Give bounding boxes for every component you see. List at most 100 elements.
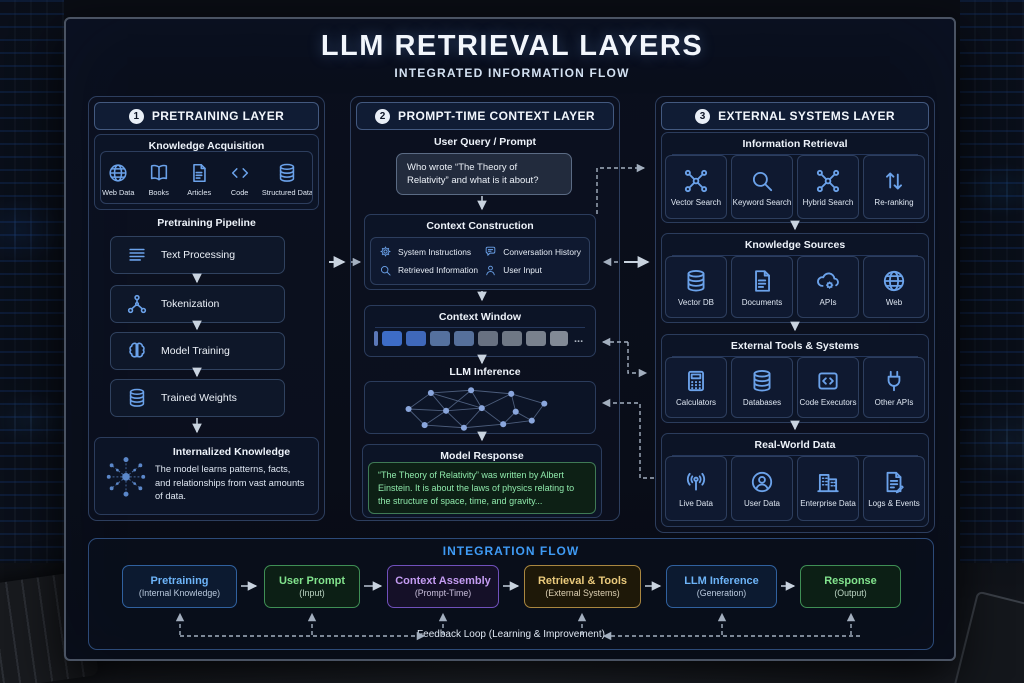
source-item-apis: APIs	[797, 256, 859, 318]
database-icon	[126, 387, 148, 409]
text-lines-icon	[126, 244, 148, 266]
database-icon	[683, 268, 709, 294]
external-tools-items: Calculators Databases Code Executors Oth…	[665, 357, 925, 418]
acquisition-item: Books	[140, 154, 176, 204]
internalized-knowledge-panel: Internalized Knowledge The model learns …	[94, 437, 319, 515]
context-item-label: Conversation History	[503, 246, 581, 257]
tool-item-label: Other APIs	[874, 398, 914, 407]
globe-icon	[107, 162, 129, 184]
flow-box-retrieval-tools: Retrieval & Tools (External Systems)	[524, 565, 641, 608]
brain-icon	[126, 340, 148, 362]
pipeline-step-label: Text Processing	[161, 249, 236, 261]
retrieval-item-vector-search: Vector Search	[665, 155, 727, 219]
pipeline-step-trained-weights: Trained Weights	[110, 379, 285, 417]
acquisition-item-label: Structured Data	[261, 187, 313, 197]
article-icon	[188, 162, 210, 184]
data-item-label: User Data	[743, 499, 780, 508]
retrieval-item-label: Vector Search	[670, 197, 722, 207]
log-document-icon	[881, 469, 907, 495]
context-token	[550, 331, 568, 346]
context-construction-title: Context Construction	[426, 220, 534, 232]
context-construction-grid: System Instructions Conversation History…	[370, 237, 590, 285]
flow-box-title: Context Assembly	[395, 575, 491, 587]
information-retrieval-title: Information Retrieval	[672, 133, 918, 155]
neural-network-graphic	[405, 387, 548, 431]
data-item-logs-events: Logs & Events	[863, 456, 925, 521]
flow-box-subtitle: (Internal Knowledge)	[138, 588, 221, 598]
antenna-icon	[683, 469, 709, 495]
context-item-conversation-history: Conversation History	[484, 245, 581, 258]
context-item-label: User Input	[503, 265, 542, 276]
source-item-vector-db: Vector DB	[665, 256, 727, 318]
context-token	[374, 331, 378, 346]
context-window-title: Context Window	[375, 306, 585, 328]
tool-item-label: Calculators	[675, 398, 716, 407]
code-icon	[229, 162, 251, 184]
tool-item-calculators: Calculators	[665, 357, 727, 418]
context-window-tokens: ...	[374, 331, 583, 346]
external-tools-title: External Tools & Systems	[672, 335, 918, 357]
layer1-title: PRETRAINING LAYER	[151, 109, 285, 123]
data-item-label: Logs & Events	[868, 499, 920, 508]
sort-arrows-icon	[881, 168, 907, 194]
code-box-icon	[815, 368, 841, 394]
token-ellipsis: ...	[574, 332, 584, 345]
tokenize-icon	[126, 293, 148, 315]
context-token	[502, 331, 522, 346]
vector-nodes-icon	[683, 168, 709, 194]
tool-item-other-apis: Other APIs	[863, 357, 925, 418]
feedback-loop-label: Feedback Loop (Learning & Improvement)	[417, 629, 605, 640]
pretraining-layer-header: 1 PRETRAINING LAYER	[94, 102, 319, 130]
page-subtitle: INTEGRATED INFORMATION FLOW	[394, 66, 630, 80]
layer2-title: PROMPT-TIME CONTEXT LAYER	[398, 109, 595, 123]
retrieval-item-keyword-search: Keyword Search	[731, 155, 793, 219]
person-icon	[484, 264, 497, 277]
acquisition-item-label: Web Data	[102, 187, 135, 197]
flow-box-subtitle: (Input)	[299, 588, 325, 598]
flow-box-title: LLM Inference	[684, 575, 759, 587]
flow-box-llm-inference: LLM Inference (Generation)	[666, 565, 777, 608]
flow-box-subtitle: (Prompt-Time)	[414, 588, 472, 598]
acquisition-item: Code	[221, 154, 257, 204]
context-token	[406, 331, 426, 346]
tool-item-databases: Databases	[731, 357, 793, 418]
buildings-icon	[815, 469, 841, 495]
flow-box-pretraining: Pretraining (Internal Knowledge)	[122, 565, 237, 608]
pipeline-step-text-processing: Text Processing	[110, 236, 285, 274]
retrieval-item-label: Keyword Search	[732, 197, 792, 207]
prompt-layer-header: 2 PROMPT-TIME CONTEXT LAYER	[356, 102, 614, 130]
context-token	[478, 331, 498, 346]
cloud-gear-icon	[815, 268, 841, 294]
source-item-label: Vector DB	[677, 297, 714, 307]
book-icon	[148, 162, 170, 184]
data-item-live-data: Live Data	[665, 456, 727, 521]
magnifier-icon	[749, 168, 775, 194]
acquisition-item: Articles	[181, 154, 217, 204]
data-item-label: Enterprise Data	[800, 499, 856, 508]
retrieval-item-label: Re-ranking	[874, 197, 914, 207]
context-item-label: Retrieved Information	[398, 265, 479, 276]
calculator-icon	[683, 368, 709, 394]
context-item-label: System Instructions	[398, 246, 472, 257]
retrieval-item-label: Hybrid Search	[802, 197, 854, 207]
pipeline-step-label: Model Training	[161, 345, 230, 357]
server-rack-right	[960, 0, 1024, 563]
pipeline-title: Pretraining Pipeline	[157, 217, 256, 229]
context-token	[454, 331, 474, 346]
retrieval-item-re-ranking: Re-ranking	[863, 155, 925, 219]
page-title: LLM RETRIEVAL LAYERS	[320, 30, 704, 62]
flow-box-title: Retrieval & Tools	[537, 575, 628, 587]
person-circle-icon	[749, 469, 775, 495]
tablet-edge	[953, 590, 1024, 683]
source-item-label: Web	[885, 297, 903, 307]
acquisition-item-label: Books	[148, 187, 169, 197]
context-item-user-input: User Input	[484, 264, 581, 277]
document-icon	[749, 268, 775, 294]
layer1-number-badge: 1	[128, 108, 144, 124]
llm-inference-title: LLM Inference	[449, 366, 521, 378]
tool-item-label: Code Executors	[799, 398, 857, 407]
real-world-data-items: Live Data User Data Enterprise Data Logs…	[665, 456, 925, 521]
gear-icon	[379, 245, 392, 258]
source-item-label: Documents	[741, 297, 783, 307]
